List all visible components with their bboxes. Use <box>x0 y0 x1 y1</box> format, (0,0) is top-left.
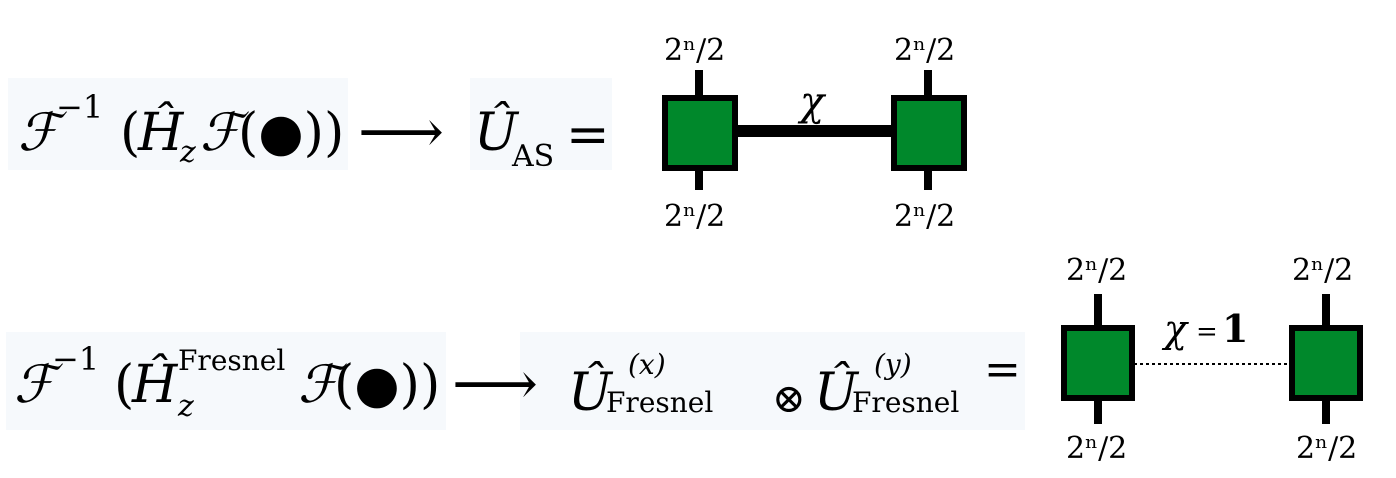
row1-lhs-H-sub: z <box>179 135 196 170</box>
row2-lhs-H: Ĥ <box>131 353 179 415</box>
row1-leg-label-bottom-left: 2ⁿ/2 <box>664 199 725 234</box>
row1-leg-label-bottom-right: 2ⁿ/2 <box>894 199 955 234</box>
row2-tensor-left <box>1061 325 1135 401</box>
row1-lhs-arg: (●)) <box>238 103 344 163</box>
row2-formula: ℱ −1 ( Ĥ Fresnel z ℱ (●)) ⟶ Û (x) Fresne… <box>14 340 1021 424</box>
row1-lhs-F: ℱ <box>18 103 67 163</box>
row1-rhs-U: Û <box>474 101 520 163</box>
row2-lhs-F: ℱ <box>14 355 63 415</box>
row1-arrow: ⟶ <box>358 97 444 167</box>
row2-rhs-U1-sup: (x) <box>628 348 666 381</box>
row1-lhs-open-paren: ( <box>120 103 140 163</box>
row1-tensor-diagram: χ 2ⁿ/2 2ⁿ/2 2ⁿ/2 2ⁿ/2 <box>662 33 967 234</box>
row1-rhs-U-sub: AS <box>511 139 554 174</box>
row2-arrow: ⟶ <box>452 349 538 419</box>
row2-leg-label-bottom-right: 2ⁿ/2 <box>1296 431 1357 466</box>
row1-lhs-background <box>8 78 348 170</box>
row2-leg-label-bottom-left: 2ⁿ/2 <box>1066 431 1127 466</box>
row2-rhs-U2-sup: (y) <box>874 348 912 381</box>
row2-tensor-right <box>1289 325 1363 401</box>
row1-bond-label: χ <box>797 79 827 125</box>
row2-lhs-F2: ℱ <box>298 355 347 415</box>
row2-rhs-otimes: ⊗ <box>772 376 806 422</box>
row2-rhs-U1: Û <box>568 361 614 423</box>
row2-bond-equals: = <box>1196 317 1218 347</box>
row2-rhs-background <box>520 332 1025 430</box>
row1-rhs-background <box>470 78 612 170</box>
row1-leg-label-top-left: 2ⁿ/2 <box>664 33 725 68</box>
row2-rhs-U2-sub: Fresnel <box>852 386 959 419</box>
row2-rhs-U1-sub: Fresnel <box>606 386 713 419</box>
row1-tensor-right <box>891 95 967 171</box>
row2-lhs-inv-sup: −1 <box>52 340 99 378</box>
row1-formula: ℱ −1 ( Ĥ z ℱ (●)) ⟶ Û AS = <box>18 88 610 174</box>
row2-lhs-background <box>6 332 446 430</box>
row1-lhs-inv-sup: −1 <box>56 88 103 126</box>
row2-lhs-arg: (●)) <box>334 355 440 415</box>
row2-lhs-H-sup: Fresnel <box>178 344 285 377</box>
row2-leg-label-top-left: 2ⁿ/2 <box>1066 253 1127 288</box>
row2-leg-label-top-right: 2ⁿ/2 <box>1292 253 1353 288</box>
row2-lhs-H-sub: z <box>177 389 194 424</box>
row2-rhs-equals: = <box>984 344 1021 395</box>
row2-tensor-diagram: χ = 1 2ⁿ/2 2ⁿ/2 2ⁿ/2 2ⁿ/2 <box>1061 253 1363 466</box>
row1-tensor-left <box>662 95 738 171</box>
row2-bond-label: χ <box>1161 307 1189 351</box>
row1-lhs-F2: ℱ <box>200 103 249 163</box>
row2-rhs-U2: Û <box>814 361 860 423</box>
row1-rhs-equals: = <box>566 105 610 165</box>
row2-bond-value: 1 <box>1222 306 1248 351</box>
row1-leg-label-top-right: 2ⁿ/2 <box>894 33 955 68</box>
row2-lhs-open-paren: ( <box>114 355 134 415</box>
row1-lhs-H: Ĥ <box>137 101 185 163</box>
